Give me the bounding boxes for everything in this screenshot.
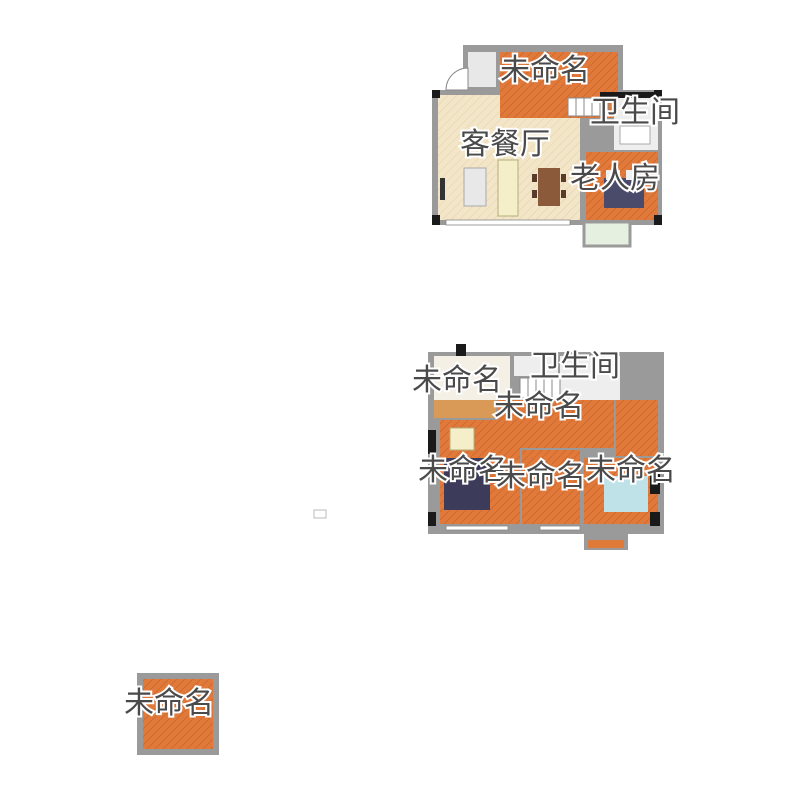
label-top-bath: 卫生间 <box>590 95 680 130</box>
bottom-room-floor <box>143 679 213 749</box>
pillow-2 <box>626 170 640 180</box>
label-living-dining: 客餐厅 <box>460 127 550 162</box>
label-mid-unnamed-b: 未命名 <box>494 389 584 424</box>
sofa <box>497 159 519 217</box>
door-arc <box>445 67 469 91</box>
mid-counter <box>434 400 496 418</box>
coffee-table <box>463 167 487 207</box>
pillow-1 <box>606 170 620 180</box>
label-top-unnamed: 未命名 <box>500 53 590 88</box>
top-stairs <box>567 97 609 117</box>
bath-wall-dark <box>600 92 658 98</box>
armchair <box>449 427 475 451</box>
bottom-room-plan <box>137 673 219 755</box>
mid-room-right-top <box>616 400 658 456</box>
top-balcony <box>582 220 632 248</box>
label-mid-unnamed-a: 未命名 <box>412 363 502 398</box>
mid-bath-2 <box>560 356 620 400</box>
dining-table <box>538 168 560 206</box>
label-mid-unnamed-e: 未命名 <box>586 453 676 488</box>
label-elder-room: 老人房 <box>570 161 660 196</box>
top-floor-plan <box>432 45 662 248</box>
top-window <box>445 219 571 226</box>
label-mid-unnamed-c: 未命名 <box>418 453 508 488</box>
small-marker <box>313 509 327 519</box>
label-bottom-unnamed: 未命名 <box>124 686 214 721</box>
tv <box>440 178 445 200</box>
mid-room-center <box>522 450 580 524</box>
top-closet <box>468 52 496 87</box>
mid-stairs <box>519 377 561 399</box>
mid-kitchen <box>434 356 510 400</box>
label-mid-bath: 卫生间 <box>530 349 620 384</box>
elder-bed <box>604 178 644 208</box>
master-bed <box>444 458 490 510</box>
mid-bath-floor <box>514 356 558 376</box>
bathtub <box>619 125 651 145</box>
label-mid-unnamed-d: 未命名 <box>496 459 586 494</box>
right-bed <box>604 476 648 512</box>
middle-floor-plan <box>428 344 664 550</box>
